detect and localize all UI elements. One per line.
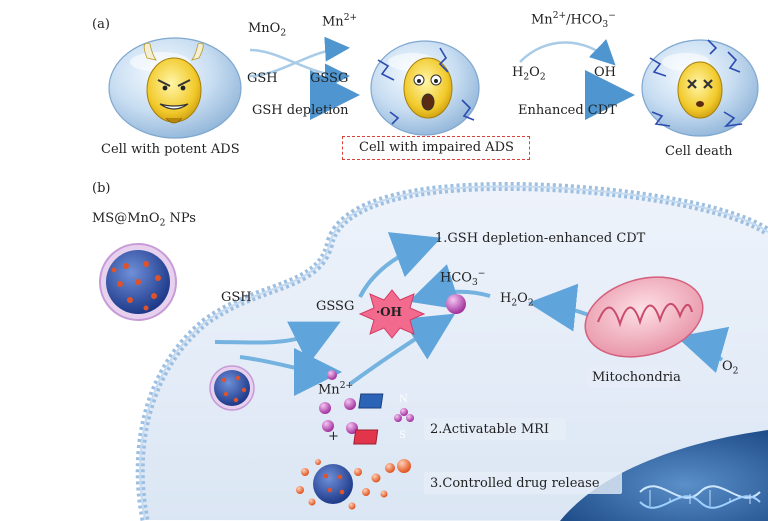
gssg-label: GSSG	[310, 71, 349, 86]
cell-impaired-ads	[370, 40, 480, 136]
cell3-caption: Cell death	[665, 144, 733, 159]
arrow-to-mn2	[239, 347, 342, 396]
cell-potent-ads	[108, 37, 242, 139]
gssg-label-b: GSSG	[316, 299, 355, 314]
devil-face-icon	[143, 42, 204, 124]
item1-label: 1.GSH depletion-enhanced CDT	[435, 231, 646, 246]
hco3-label: HCO3−	[440, 269, 486, 288]
h2o2-label: H2O2	[512, 65, 546, 83]
o2-label: O2	[722, 359, 739, 377]
mitochondria-icon	[584, 276, 704, 358]
mn2-label-b: Mn2+	[318, 381, 354, 398]
panel-b-graphics	[99, 181, 768, 521]
panel-b-label: (b)	[92, 181, 111, 196]
dead-face-icon	[677, 61, 723, 119]
mn2-spheres	[319, 370, 358, 434]
arrow-to-item1	[358, 232, 442, 298]
np-label: MS@MnO2 NPs	[92, 211, 196, 229]
cell1-caption: Cell with potent ADS	[101, 142, 240, 157]
internalized-nanoparticle	[209, 365, 255, 411]
arrow-enhanced-cdt	[519, 39, 635, 120]
oh-label: OH	[594, 65, 616, 80]
arrow-o2-to-mito	[676, 326, 730, 373]
arrow-gsh-to-gssg	[214, 321, 341, 365]
mno2-label: MnO2	[248, 21, 287, 39]
mn-hco3-label: Mn2+/HCO3−	[531, 11, 616, 30]
panel-a-label: (a)	[92, 17, 110, 32]
panel-a: (a) Cell with potent ADS MnO2 Mn2+ GSH G…	[0, 0, 768, 172]
gsh-label: GSH	[247, 71, 278, 86]
n-label: N	[399, 394, 408, 405]
hydroxyl-burst-icon	[358, 289, 426, 339]
ms-mno2-nanoparticle	[99, 243, 177, 321]
s-label: S	[399, 430, 406, 441]
panel-a-graphics	[108, 36, 759, 139]
item2-label: 2.Activatable MRI	[430, 422, 550, 437]
mn2-label: Mn2+	[322, 13, 358, 30]
cell-death	[641, 39, 759, 137]
plus-sign: +	[328, 429, 339, 444]
impaired-ads-highlight-box	[342, 136, 530, 160]
arrow-h2o2-to-oh	[408, 264, 491, 310]
enhanced-cdt-label: Enhanced CDT	[518, 103, 617, 118]
h2o2-label-b: H2O2	[500, 291, 534, 309]
mri-icons	[353, 393, 414, 445]
mitochondria-label: Mitochondria	[592, 370, 681, 385]
arrow-mn2-to-oh	[348, 313, 456, 386]
hco3-sphere	[446, 294, 466, 314]
item3-label: 3.Controlled drug release	[430, 476, 600, 491]
nucleus-dna	[560, 430, 768, 521]
drug-release-nanoparticle	[296, 459, 411, 510]
gsh-label-b: GSH	[221, 290, 252, 305]
oh-burst-label: ·OH	[376, 305, 402, 319]
panel-b: (b) MS@MnO2 NPs 1.GSH depletion-enhanced…	[0, 172, 768, 521]
cell2-caption: Cell with impaired ADS	[359, 140, 514, 155]
gsh-depletion-label: GSH depletion	[252, 103, 349, 118]
arrow-gsh-depletion	[249, 36, 360, 120]
scared-face-icon	[403, 57, 453, 119]
